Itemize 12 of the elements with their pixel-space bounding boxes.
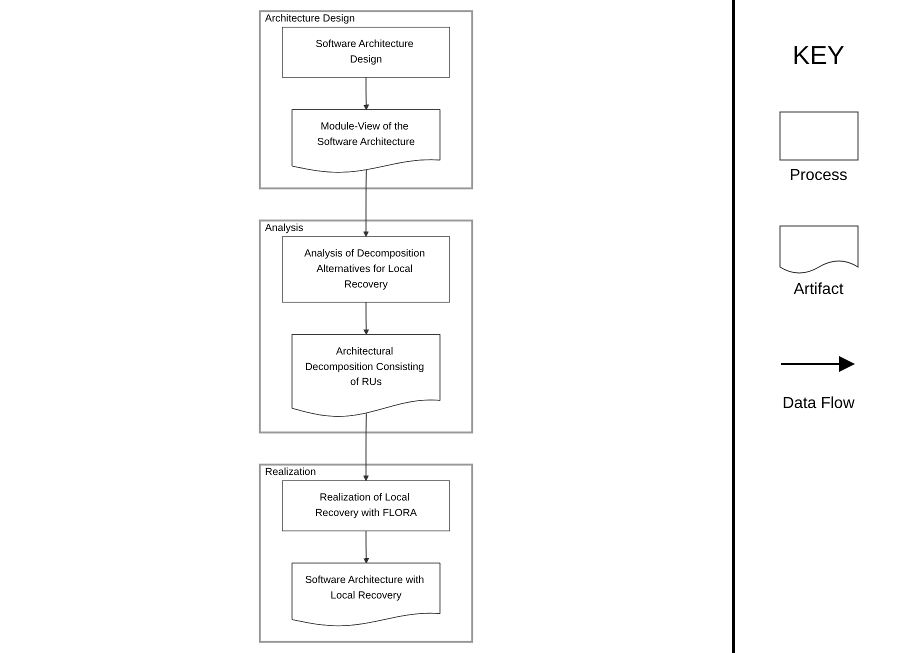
arrow [363,530,370,564]
key-heading: KEY [792,40,845,71]
arrow [363,412,369,481]
legend-label: Artifact [794,281,844,299]
node-box: Analysis of Decomposition Alternatives for Local Recovery [282,236,450,303]
node-box: Realization of Local Recovery with FLORA [282,480,450,532]
legend-label: Data Flow [782,395,855,413]
arrow [363,76,370,110]
arrow [363,170,369,237]
arrow [363,302,370,335]
node-box: Software Architecture Design [282,26,450,78]
legend-label: Process [790,167,848,185]
